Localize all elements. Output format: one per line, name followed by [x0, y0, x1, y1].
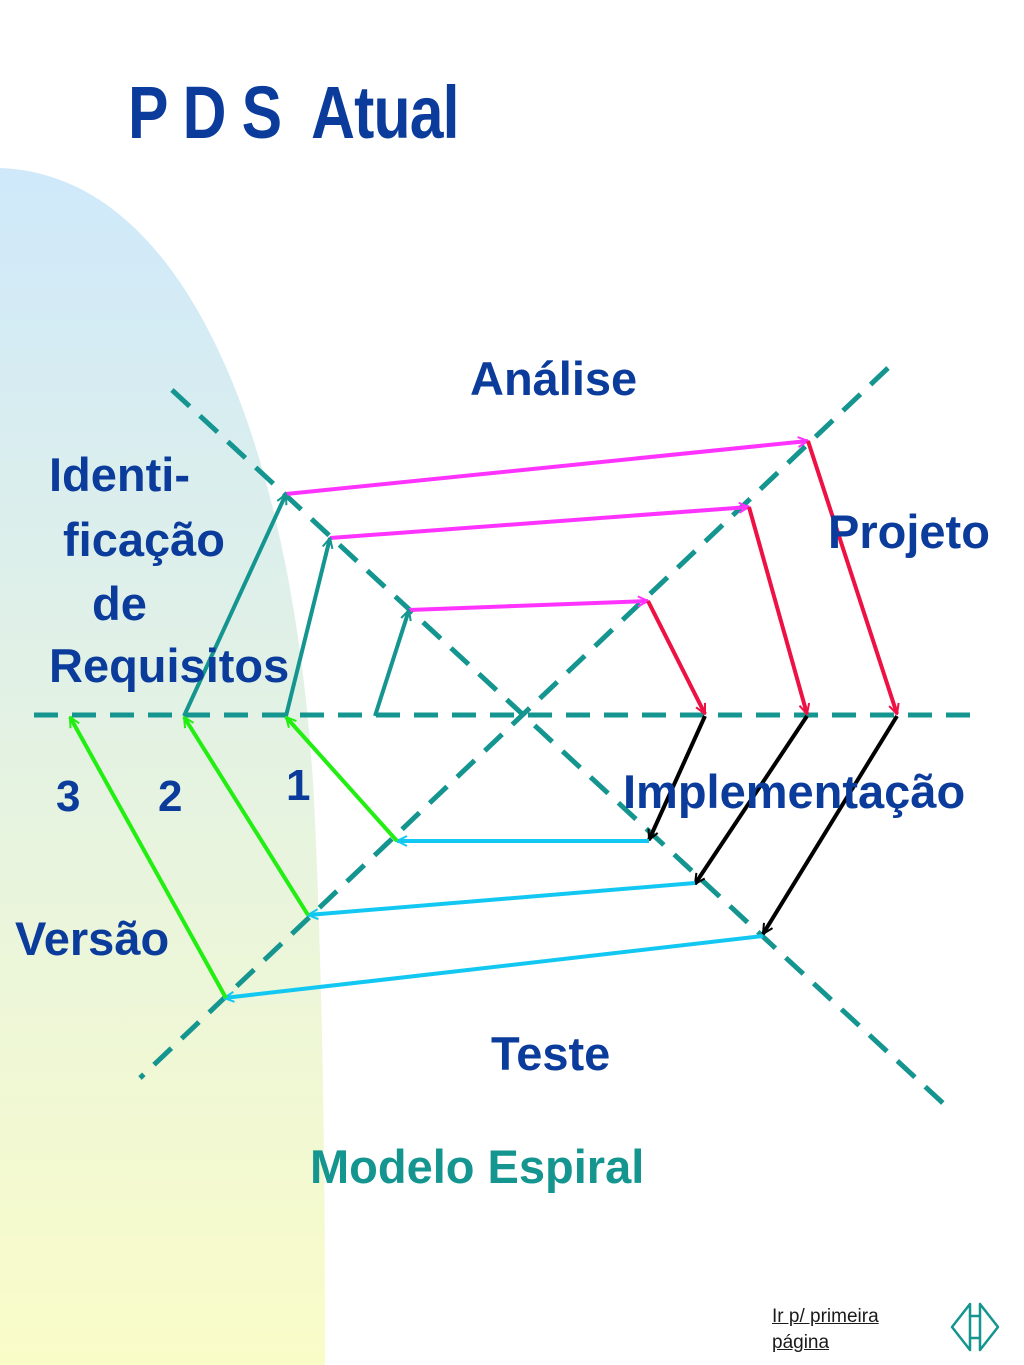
- design-arrow-1: [646, 600, 707, 714]
- analysis-arrows: [285, 441, 808, 612]
- first-page-link[interactable]: Ir p/ primeira página: [772, 1304, 912, 1356]
- version-arrow-1: [286, 717, 399, 843]
- phase-label-implementacao: Implementação: [623, 765, 966, 818]
- implementation-arrows: [647, 714, 899, 934]
- phase-label-teste: Teste: [491, 1027, 611, 1080]
- implementation-arrow-2: [693, 714, 809, 884]
- requirements-arrow-1: [373, 610, 409, 717]
- analysis-arrow-3: [285, 441, 808, 496]
- test-arrow-3: [224, 934, 764, 998]
- iteration-label-3: 3: [56, 772, 81, 821]
- requirements-arrow-2: [284, 538, 330, 717]
- analysis-arrow-2: [329, 507, 749, 540]
- test-arrow-2: [308, 881, 696, 915]
- requirements-arrow-3: [182, 494, 288, 717]
- implementation-arrow-3: [761, 714, 899, 934]
- version-arrow-2: [182, 717, 310, 917]
- design-arrow-2: [747, 506, 807, 714]
- iteration-label-2: 2: [158, 772, 183, 821]
- diagonal-axis-descending: [170, 388, 947, 1107]
- design-arrow-3: [806, 440, 897, 714]
- navigation-arrows-icon[interactable]: [948, 1300, 1002, 1354]
- requirements-arrows: [182, 494, 409, 717]
- test-arrows: [224, 841, 764, 998]
- phase-label-requisitos-line-3: de: [92, 577, 147, 630]
- phase-label-requisitos-line-2: ficação: [63, 513, 225, 566]
- phase-label-versao: Versão: [15, 912, 170, 965]
- quadrant-axes: [34, 366, 975, 1107]
- diagonal-axis-ascending: [138, 366, 890, 1080]
- first-page-link-line-2[interactable]: página: [772, 1332, 830, 1353]
- phase-label-analise: Análise: [470, 352, 638, 405]
- phase-label-requisitos-line-1: Identi-: [49, 448, 190, 501]
- design-arrows: [646, 440, 897, 714]
- page-title: P D S Atual: [128, 71, 460, 154]
- implementation-arrow-1: [647, 715, 707, 840]
- version-arrow-3: [68, 717, 228, 999]
- phase-label-requisitos-line-4: Requisitos: [49, 639, 290, 692]
- diagram-caption: Modelo Espiral: [310, 1140, 645, 1193]
- first-page-link-line-1[interactable]: Ir p/ primeira: [772, 1306, 879, 1327]
- version-arrows: [68, 717, 399, 999]
- iteration-label-1: 1: [286, 761, 311, 810]
- phase-label-projeto: Projeto: [828, 505, 990, 558]
- analysis-arrow-1: [408, 601, 648, 612]
